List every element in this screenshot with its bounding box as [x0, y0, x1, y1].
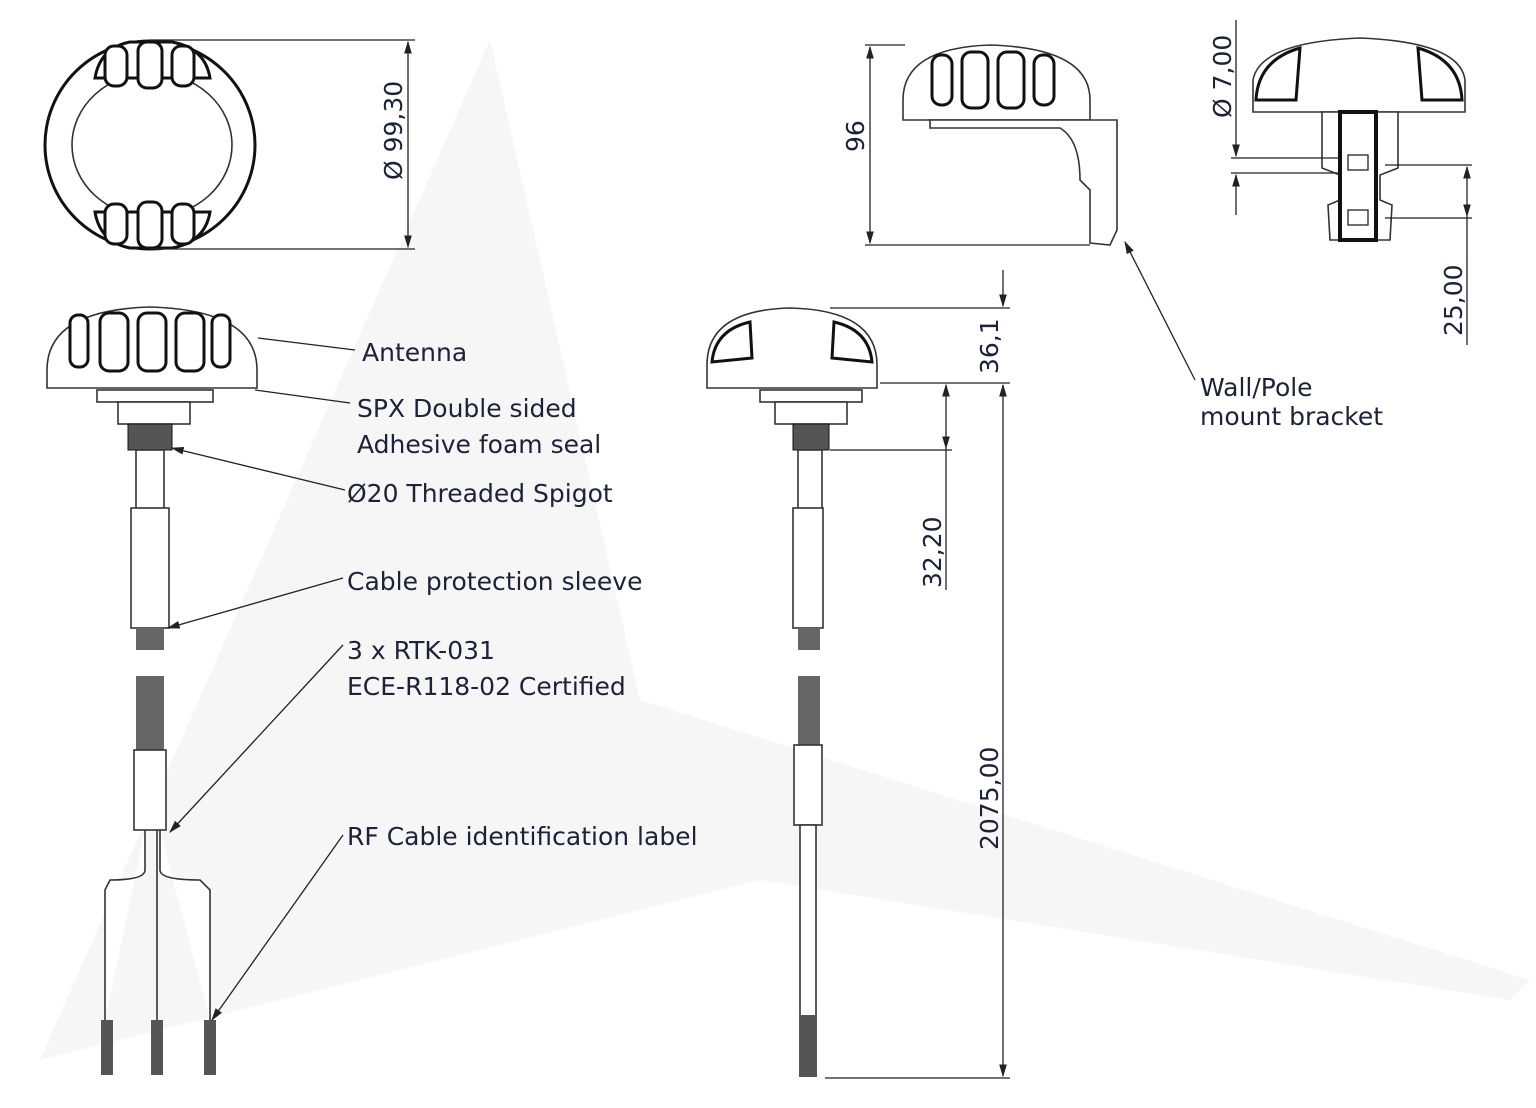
hole-spacing-dimension: 25,00 [1439, 264, 1468, 336]
spigot-length-dimension: 32,20 [918, 516, 947, 588]
label-seal-1: SPX Double sided [357, 394, 577, 423]
dome-height-dimension: 36,1 [975, 318, 1004, 374]
label-bracket-1: Wall/Pole [1200, 373, 1313, 402]
top-view: Ø 99,30 [43, 39, 415, 251]
label-cable-2: ECE-R118-02 Certified [347, 672, 626, 701]
label-antenna: Antenna [362, 338, 467, 367]
height-dimension: 96 [841, 120, 870, 152]
diameter-dimension: Ø 99,30 [379, 81, 408, 180]
hole-diameter-dimension: Ø 7,00 [1208, 35, 1237, 118]
bracket-side-view: 96 Wall/Pole mount bracket [841, 44, 1383, 431]
label-cable-1: 3 x RTK-031 [347, 636, 495, 665]
front-view-cable: 36,1 32,20 2075,00 [706, 270, 1010, 1079]
side-view-three-cable: Antenna SPX Double sided Adhesive foam s… [46, 306, 698, 1075]
label-spigot: Ø20 Threaded Spigot [347, 479, 613, 508]
label-sleeve: Cable protection sleeve [347, 567, 642, 596]
top-fins [93, 40, 212, 250]
label-bracket-2: mount bracket [1200, 402, 1383, 431]
watermark-logo [40, 40, 1530, 1060]
label-seal-2: Adhesive foam seal [357, 430, 601, 459]
bracket-front-view: Ø 7,00 25,00 [1208, 20, 1472, 345]
label-rf: RF Cable identification label [347, 822, 698, 851]
cable-length-dimension: 2075,00 [975, 747, 1004, 850]
